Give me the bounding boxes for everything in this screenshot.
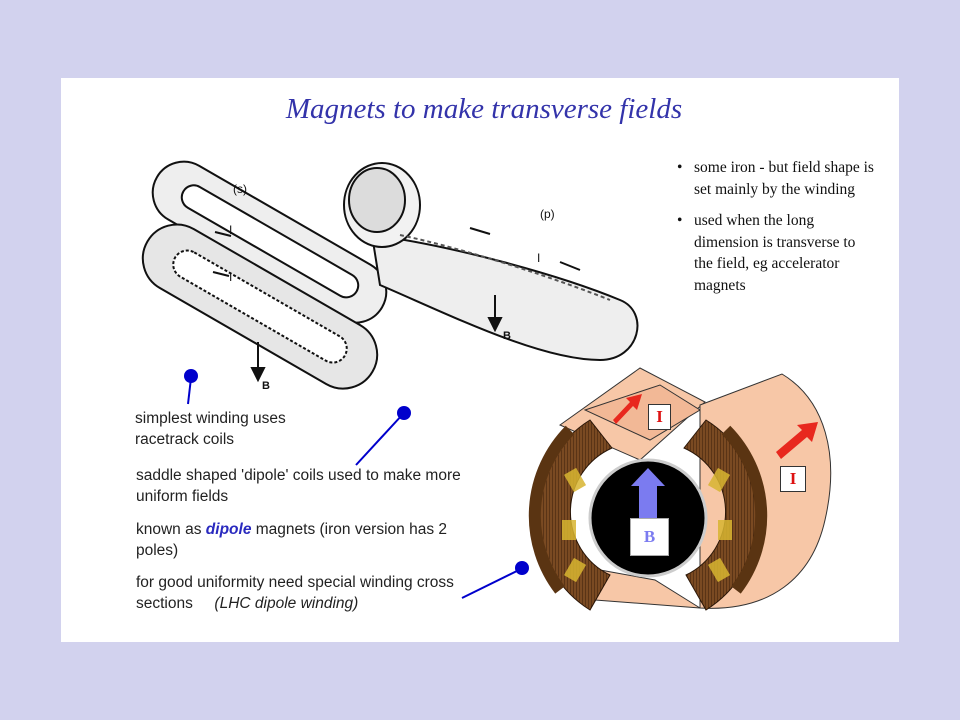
current-label-lower: I (229, 270, 232, 284)
current-label-box-left: I (648, 404, 671, 430)
field-label-box: B (630, 518, 669, 556)
panel-label-s: (s) (233, 182, 247, 196)
pointer-lhc (462, 561, 529, 598)
pointer-racetrack (184, 369, 198, 404)
pointer-saddle (356, 406, 411, 465)
current-label-box-right: I (780, 466, 806, 492)
field-label-s: B (262, 380, 270, 392)
saddle-coil-illustration (344, 163, 637, 360)
panel-label-p: (p) (540, 207, 555, 221)
current-label-saddle: I (537, 251, 540, 265)
field-label-p: B (503, 330, 511, 342)
current-label-upper: I (229, 223, 232, 237)
